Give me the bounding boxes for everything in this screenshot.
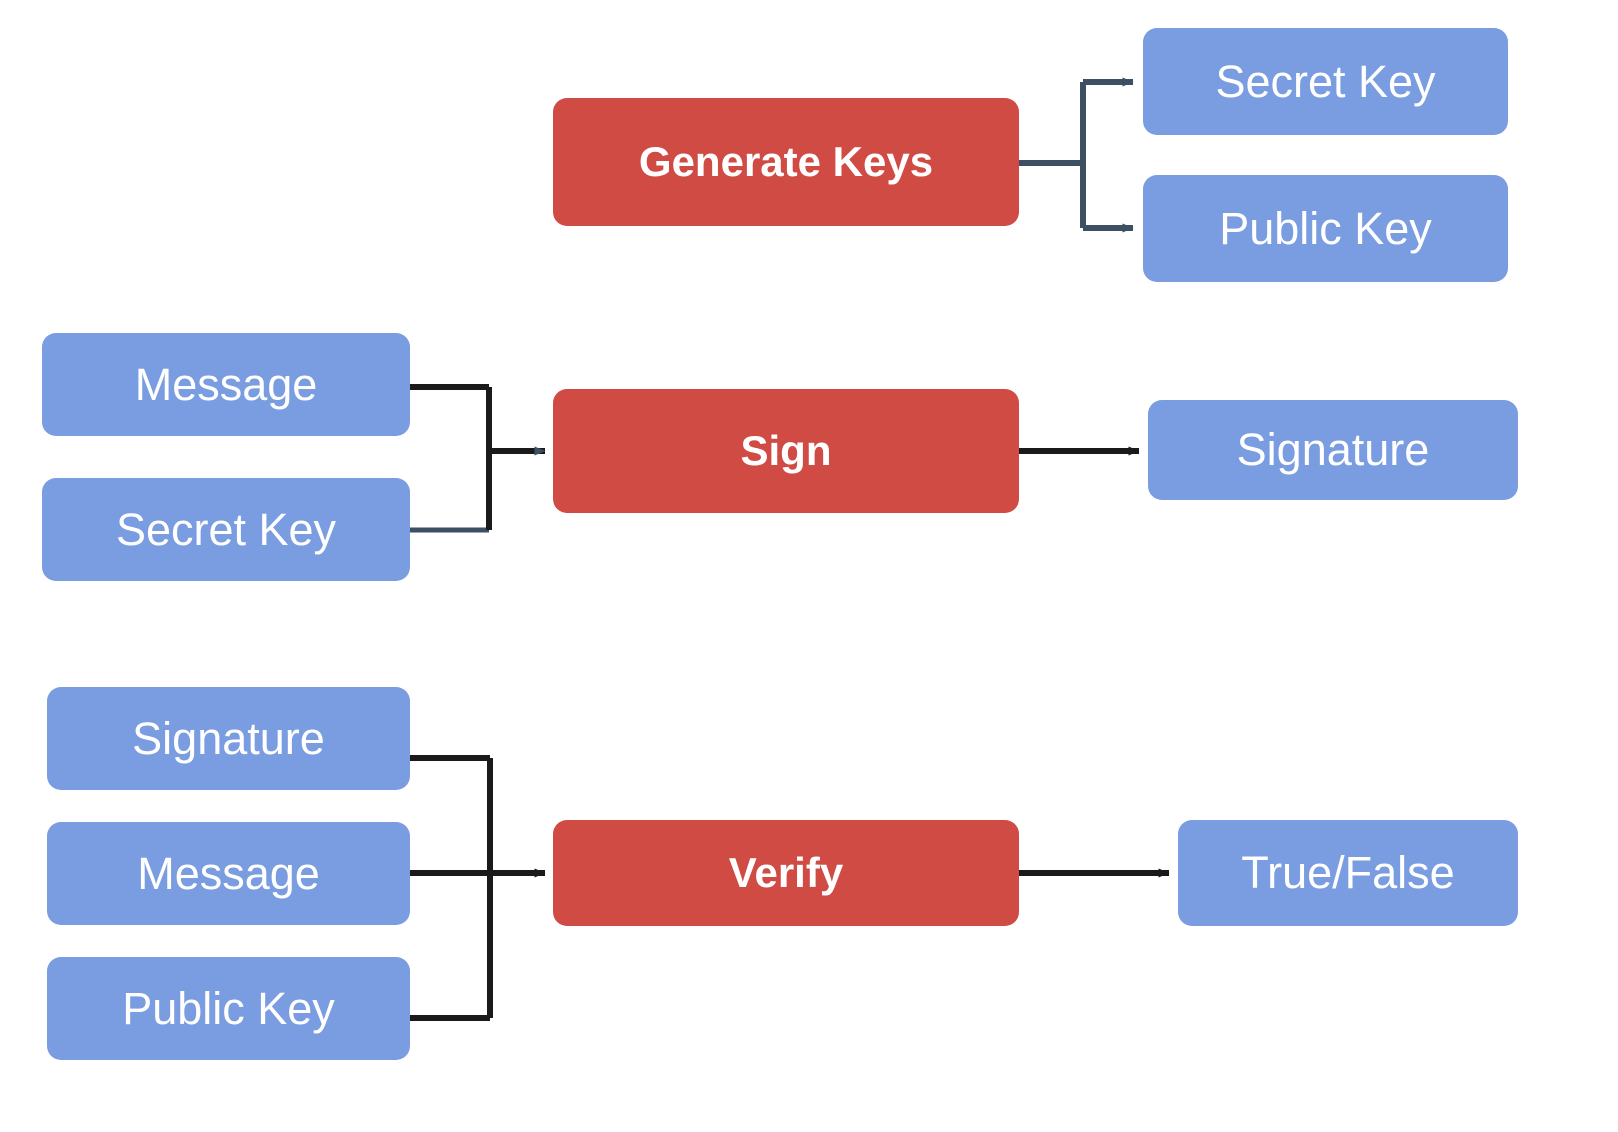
node-sign[interactable]: Sign xyxy=(553,389,1019,513)
node-verify[interactable]: Verify xyxy=(553,820,1019,926)
node-message-verify-input[interactable]: Message xyxy=(47,822,410,925)
node-secret-key-sign-input[interactable]: Secret Key xyxy=(42,478,410,581)
node-signature-output[interactable]: Signature xyxy=(1148,400,1518,500)
node-public-key-verify-input[interactable]: Public Key xyxy=(47,957,410,1060)
node-true-false-output[interactable]: True/False xyxy=(1178,820,1518,926)
node-public-key-output[interactable]: Public Key xyxy=(1143,175,1508,282)
node-message-sign-input[interactable]: Message xyxy=(42,333,410,436)
edge-generate-keys-fork xyxy=(1018,77,1134,233)
edge-verify-inputs-merge xyxy=(410,755,546,1021)
node-signature-verify-input[interactable]: Signature xyxy=(47,687,410,790)
edge-sign-inputs-merge xyxy=(410,384,546,533)
node-secret-key-output[interactable]: Secret Key xyxy=(1143,28,1508,135)
node-generate-keys[interactable]: Generate Keys xyxy=(553,98,1019,226)
